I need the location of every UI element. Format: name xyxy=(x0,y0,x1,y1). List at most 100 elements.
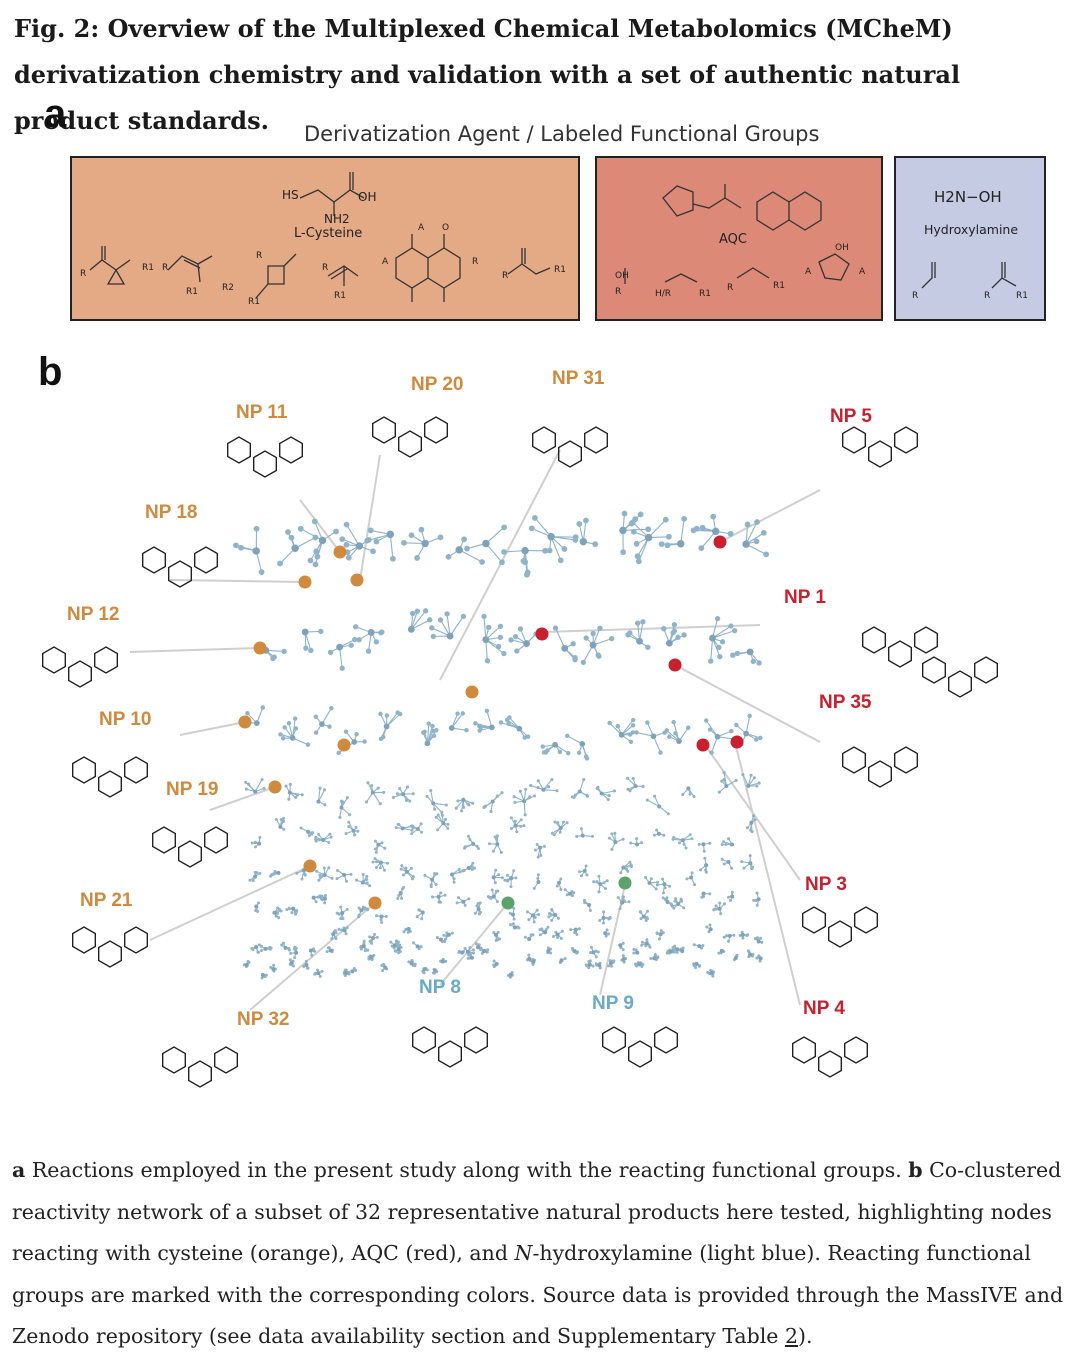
network-edge xyxy=(432,802,443,813)
network-node xyxy=(641,784,645,789)
network-node xyxy=(582,868,587,873)
network-node xyxy=(501,524,508,531)
network-edge xyxy=(483,616,487,640)
network-node xyxy=(575,933,579,937)
network-node xyxy=(279,818,283,822)
network-node xyxy=(582,778,586,782)
network-node xyxy=(645,938,649,942)
molecule-ring xyxy=(168,560,192,588)
network-node xyxy=(294,950,299,955)
network-node xyxy=(513,800,517,804)
network-node xyxy=(599,791,604,796)
network-node xyxy=(633,784,638,789)
network-node xyxy=(353,624,359,630)
network-node xyxy=(495,938,499,942)
network-node xyxy=(260,976,264,980)
network-node xyxy=(421,539,429,548)
network-node xyxy=(640,841,644,845)
svg-text:R: R xyxy=(162,263,168,273)
network-node xyxy=(595,880,599,884)
network-node xyxy=(661,931,665,935)
network-node xyxy=(707,930,711,934)
network-node xyxy=(626,776,630,780)
network-node xyxy=(374,865,378,869)
network-node xyxy=(363,906,367,910)
network-node xyxy=(464,727,469,733)
network-node xyxy=(555,789,559,793)
network-node xyxy=(253,845,257,849)
network-node xyxy=(419,945,423,949)
network-node xyxy=(583,635,589,641)
network-node xyxy=(763,551,769,558)
hydroxylamine-name-label: Hydroxylamine xyxy=(924,222,1019,237)
svg-text:R1: R1 xyxy=(334,291,346,301)
network-node xyxy=(598,882,603,887)
network-node xyxy=(571,947,575,951)
network-node xyxy=(480,947,484,951)
network-edge xyxy=(367,533,391,542)
network-edge xyxy=(346,524,360,547)
network-node xyxy=(627,732,633,737)
highlighted-node-green xyxy=(501,896,515,910)
network-node xyxy=(452,880,456,884)
network-node xyxy=(734,778,738,782)
network-node xyxy=(658,932,663,937)
network-node xyxy=(313,949,317,953)
network-node xyxy=(491,894,496,899)
network-edge xyxy=(745,543,767,555)
supplementary-table-link[interactable]: 2 xyxy=(784,1324,799,1348)
network-node xyxy=(754,898,758,902)
caption-a-letter: a xyxy=(12,1158,26,1182)
network-node xyxy=(325,950,329,954)
molecule-ring xyxy=(894,426,918,454)
network-node xyxy=(613,831,617,835)
network-node xyxy=(490,799,495,804)
network-node xyxy=(356,829,360,833)
network-node xyxy=(710,513,717,520)
network-node xyxy=(277,916,281,920)
network-node xyxy=(460,711,466,716)
network-node xyxy=(708,841,712,845)
highlighted-node-red xyxy=(713,535,727,549)
network-edge xyxy=(317,789,325,802)
network-node xyxy=(345,796,349,800)
network-node xyxy=(400,896,404,900)
network-node xyxy=(662,833,666,837)
network-edge xyxy=(289,791,303,796)
network-node xyxy=(747,713,752,719)
network-node xyxy=(463,846,467,850)
molecule-ring xyxy=(854,906,878,934)
network-node xyxy=(555,932,560,937)
network-node xyxy=(589,641,597,649)
network-node xyxy=(500,791,504,795)
network-node xyxy=(708,892,712,896)
network-node xyxy=(398,943,402,947)
network-node xyxy=(570,795,575,799)
cysteine-nh2-label: NH2 xyxy=(324,212,350,226)
network-node xyxy=(343,521,350,528)
network-edge xyxy=(386,713,401,727)
network-node xyxy=(597,963,602,968)
network-node xyxy=(626,869,630,873)
network-node xyxy=(448,725,455,731)
network-node xyxy=(462,805,466,809)
network-node xyxy=(293,945,297,949)
network-node xyxy=(552,833,556,837)
svg-text:R1: R1 xyxy=(142,263,154,273)
network-node xyxy=(322,873,327,878)
network-node xyxy=(585,964,589,968)
network-node xyxy=(727,933,732,938)
network-node xyxy=(402,873,406,877)
network-node xyxy=(484,708,490,714)
network-node xyxy=(729,842,734,847)
network-node xyxy=(370,941,374,945)
network-node xyxy=(632,951,636,955)
svg-text:R1: R1 xyxy=(248,297,260,307)
network-node xyxy=(327,840,331,844)
network-node xyxy=(280,943,284,947)
network-node xyxy=(467,897,471,901)
network-node xyxy=(471,841,476,846)
network-node xyxy=(494,889,498,893)
network-node xyxy=(257,841,262,846)
